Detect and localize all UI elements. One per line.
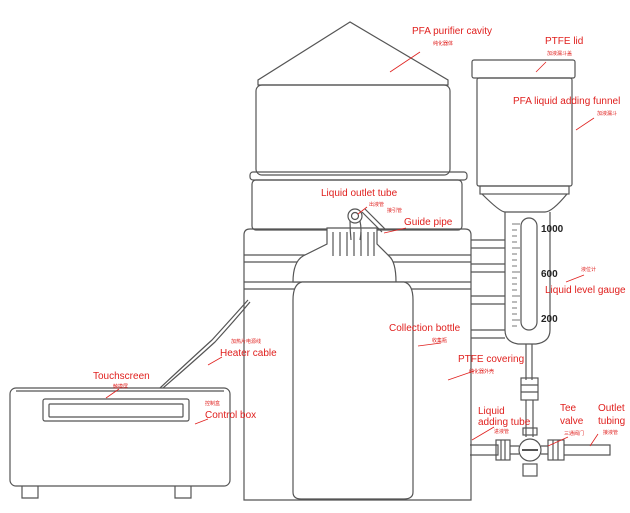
label-adding-funnel-zh: 加液漏斗 <box>597 110 617 117</box>
label-outlet-tube: Liquid outlet tube <box>321 188 398 199</box>
control-box <box>9 387 231 499</box>
label-level-gauge: Liquid level gauge <box>545 285 626 296</box>
label-control-box: Control box <box>205 410 256 421</box>
label-level-gauge-zh: 液位计 <box>581 266 596 273</box>
label-heater-cable: Heater cable <box>220 348 277 359</box>
label-touchscreen-zh: 触摸屏 <box>113 383 128 390</box>
connection-pipes <box>471 239 505 339</box>
label-adding-tube-zh: 进液管 <box>494 428 509 435</box>
label-adding-tube-line1: Liquid <box>478 406 505 417</box>
label-adding-tube-line2: adding tube <box>478 417 531 428</box>
labels: PFA purifier cavity 纯化器体 PTFE lid 加液漏斗盖 … <box>93 26 626 437</box>
apparatus-drawing <box>9 21 611 501</box>
label-purifier-cavity-zh: 纯化器体 <box>433 40 453 47</box>
label-ptfe-covering-zh: 纯化器外壳 <box>469 368 494 375</box>
label-purifier-cavity: PFA purifier cavity <box>412 26 492 37</box>
adding-funnel <box>471 59 576 345</box>
gauge-scale: 1000 600 200 <box>512 223 564 327</box>
purifier-cavity <box>249 21 468 231</box>
label-heater-cable-zh: 加热片电源线 <box>231 338 261 345</box>
label-outlet-tubing-line2: tubing <box>598 416 625 427</box>
label-ptfe-lid: PTFE lid <box>545 36 583 47</box>
tee-valve-assembly <box>470 344 611 477</box>
collection-bottle <box>292 227 414 500</box>
label-guide-pipe-zh: 接引管 <box>387 207 402 214</box>
label-collection-bottle-zh: 收集瓶 <box>432 337 447 344</box>
label-tee-valve-line2: valve <box>560 416 584 427</box>
label-adding-funnel: PFA liquid adding funnel <box>513 96 620 107</box>
label-control-box-zh: 控制盒 <box>205 400 220 407</box>
gauge-tick-label: 200 <box>541 314 558 325</box>
label-collection-bottle: Collection bottle <box>389 323 461 334</box>
outlet-tube-and-guide-pipe <box>347 208 386 241</box>
label-outlet-tube-zh: 出液管 <box>369 201 384 208</box>
label-outlet-tubing-zh: 接液管 <box>603 429 618 436</box>
gauge-tick-label: 600 <box>541 269 558 280</box>
label-tee-valve-zh: 三通阀门 <box>564 430 584 437</box>
label-guide-pipe: Guide pipe <box>404 217 453 228</box>
label-outlet-tubing-line1: Outlet <box>598 403 625 414</box>
leader-lines <box>105 51 599 447</box>
label-touchscreen: Touchscreen <box>93 371 150 382</box>
heater-cable <box>159 299 249 389</box>
label-ptfe-covering: PTFE covering <box>458 354 524 365</box>
label-tee-valve-line1: Tee <box>560 403 577 414</box>
label-ptfe-lid-zh: 加液漏斗盖 <box>547 50 572 57</box>
gauge-tick-label: 1000 <box>541 224 564 235</box>
